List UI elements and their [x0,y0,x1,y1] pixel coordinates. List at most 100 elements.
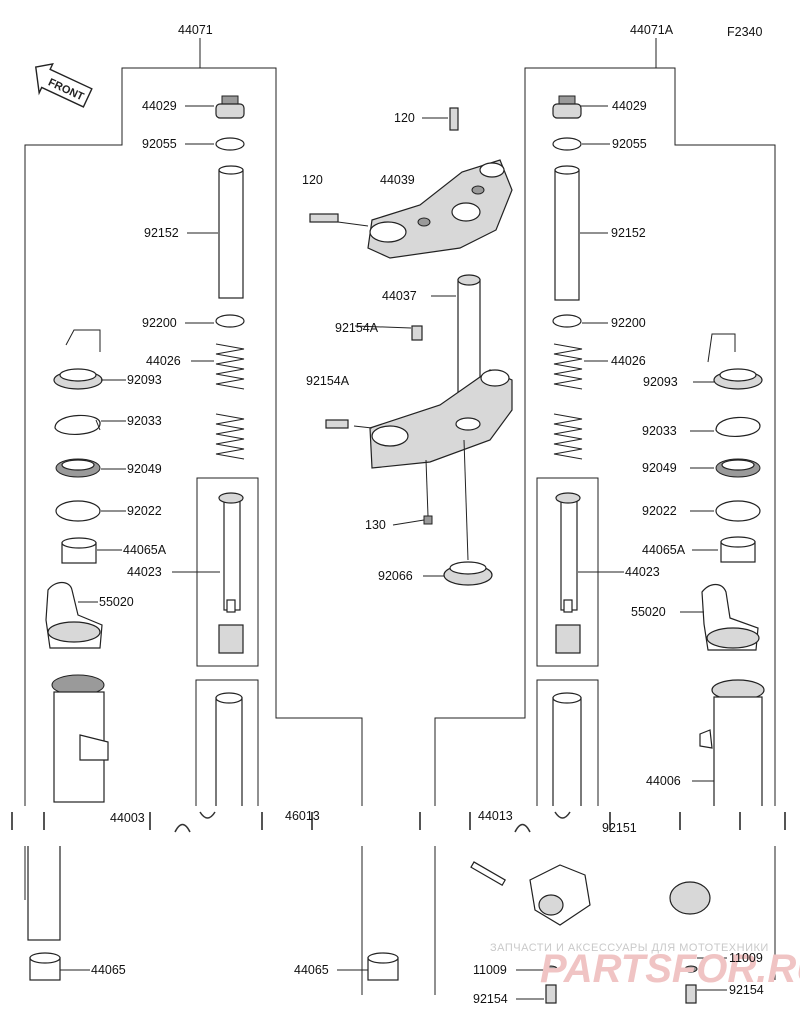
label-outer-tube-right: 44006 [646,774,681,788]
label-cylinder-right: 44023 [625,565,660,579]
spring-left [215,343,245,460]
bolt-bottom [545,984,557,1004]
label-washer-left: 92200 [142,316,177,330]
label-oil-seal-left: 92049 [127,462,162,476]
label-screw: 130 [365,518,386,532]
label-washer-right: 92200 [611,316,646,330]
label-cap-bolt-left: 44029 [142,99,177,113]
label-washer2-right: 92022 [642,504,677,518]
diagram-code: F2340 [727,25,762,39]
bracket-bolt-top [449,107,459,131]
screw [423,515,433,525]
label-garbled-1: 44003 [110,811,145,825]
label-dust-seal-right: 92093 [643,375,678,389]
label-fork-left: 44071 [178,23,213,37]
bushing-bottom-center [367,952,399,981]
label-stem: 44037 [382,289,417,303]
dust-seal-left [53,329,103,390]
steering-stem [325,274,513,586]
part-labels: 44029 92055 92152 92200 44026 92093 9203… [91,99,764,1006]
front-arrow-icon: FRONT [34,62,93,108]
label-bushing-left: 44065A [123,543,167,557]
spacer-tube-left [218,165,244,299]
washer2-right [715,500,761,522]
washer-left [215,314,245,328]
label-bolt-bottom: 92154 [473,992,508,1006]
outer-tube-left [27,674,109,941]
label-bushing-bottom-left: 44065 [91,963,126,977]
inner-tube-right [552,692,582,809]
bolt-bottom-right [685,984,697,1004]
label-dust-seal-left: 92093 [127,373,162,387]
label-spacer-left: 92152 [144,226,179,240]
label-cover-left: 55020 [99,595,134,609]
cap-bolt-right [552,95,582,119]
stem-seal [443,561,493,586]
label-oring-left: 92055 [142,137,177,151]
label-stem-bolt-2: 92154A [306,374,350,388]
label-garbled-2: 46013 [285,809,320,823]
cylinder-left [218,492,244,654]
left-fork-parts [27,95,245,981]
axle-clamp-right [470,861,591,926]
bracket-bolt-left [309,213,339,223]
oring-left [215,137,245,151]
label-bushing-bottom-center: 44065 [294,963,329,977]
oil-seal-left [55,458,101,478]
label-garbled-3: 44013 [478,809,513,823]
label-cylinder-left: 44023 [127,565,162,579]
cover-left [45,581,103,649]
watermark-line1: ЗАПЧАСТИ И АКСЕССУАРЫ ДЛЯ МОТОТЕХНИКИ [490,942,769,954]
watermark-line2: PARTSFOR.RU [540,947,800,991]
washer-right [552,314,582,328]
washer2-left [55,500,101,522]
bushing-right [720,536,756,563]
circlip-right [715,416,761,437]
frame-lines [24,38,776,995]
circlip-left [54,414,101,435]
stem-bolt-2 [325,419,349,429]
cover-right [701,583,760,651]
leader-lines [60,105,727,1000]
label-cover-right: 55020 [631,605,666,619]
label-oil-seal-right: 92049 [642,461,677,475]
label-stem-seal: 92066 [378,569,413,583]
label-circlip-left: 92033 [127,414,162,428]
oil-seal-right [715,458,761,478]
watermark: ЗАПЧАСТИ И АКСЕССУАРЫ ДЛЯ МОТОТЕХНИКИ PA… [490,942,800,991]
label-upper-bracket: 44039 [380,173,415,187]
bushing-left [61,537,97,564]
upper-bracket [309,107,513,259]
label-spacer-right: 92152 [611,226,646,240]
label-washer2-left: 92022 [127,504,162,518]
oring-right [552,137,582,151]
spacer-tube-right [554,165,580,301]
washer-bottom-right [684,965,698,973]
cap-bolt-left [215,95,245,119]
label-oring-right: 92055 [612,137,647,151]
outer-tube-right [669,679,765,915]
stem-bolt-1 [411,325,423,341]
cylinder-right [555,492,581,654]
label-spring-left: 44026 [146,354,181,368]
label-fork-right: 44071A [630,23,674,37]
label-washer-bottom-right: 11009 [729,951,763,965]
label-bracket-bolt-left: 120 [302,173,323,187]
bushing-bottom-left [29,952,61,981]
washer-bottom [544,965,558,973]
label-cap-bolt-right: 44029 [612,99,647,113]
label-bracket-bolt-top: 120 [394,111,415,125]
label-stem-bolt-1: 92154A [335,321,379,335]
label-garbled-4: 92151 [602,821,637,835]
spring-right [553,343,583,460]
inner-tube-left [215,692,243,809]
scan-artifact-band: 44003 46013 44013 92151 [0,806,800,846]
label-circlip-right: 92033 [642,424,677,438]
label-bushing-right: 44065A [642,543,686,557]
dust-seal-right [707,333,763,390]
label-spring-right: 44026 [611,354,646,368]
label-bolt-bottom-right: 92154 [729,983,764,997]
label-washer-bottom: 11009 [473,963,507,977]
right-fork-parts [367,95,765,1004]
